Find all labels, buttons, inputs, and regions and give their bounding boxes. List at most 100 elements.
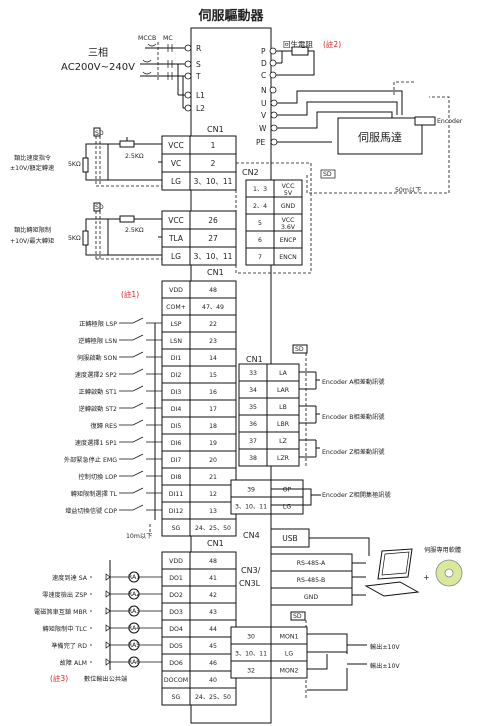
laptop-icon	[364, 548, 420, 597]
cn4-section: CN4 USB	[243, 528, 370, 556]
do-pin: 24、25、50	[195, 694, 231, 701]
mon2-out-label: 輸出±10V	[370, 662, 400, 670]
di-name: DI1	[171, 355, 182, 362]
do-label: 轉矩限制中 TLC	[43, 625, 87, 633]
cn2-name: VCC	[282, 183, 295, 190]
torque-pin: 26	[208, 216, 218, 225]
di-name: COM+	[166, 304, 186, 311]
enc-sd-label: SD	[295, 346, 304, 353]
torque-sd-label: SD	[95, 204, 104, 211]
cn1-label-4: CN1	[207, 539, 224, 548]
torque-pot-small: 5KΩ	[68, 235, 81, 242]
op-pin: OP	[283, 487, 292, 494]
cn3-row: GND	[270, 587, 353, 606]
cn2-label: CN2	[242, 168, 259, 177]
regen-terminal-P: P	[261, 47, 266, 56]
plus-symbol: +	[423, 573, 430, 582]
di-pin: 15	[209, 372, 217, 379]
torque-pin: 27	[208, 234, 218, 243]
enc-name: LA	[279, 370, 288, 377]
di-label: 復歸 RES	[91, 422, 118, 430]
di-pin: 21	[209, 474, 217, 481]
do-pin: 48	[209, 558, 217, 565]
di-cable-label: 10m以下	[126, 533, 152, 540]
terminal-label-T: T	[195, 72, 201, 81]
cn1-label-3: CN1	[246, 355, 263, 364]
enc-pin: 35	[249, 404, 257, 411]
cn3-label-1: CN3/	[241, 566, 261, 575]
mon-sd-label: SD	[293, 613, 302, 620]
terminal-label-S: S	[196, 60, 201, 69]
mon-pin: LG	[285, 651, 293, 658]
do-name: DOCOM	[164, 677, 188, 684]
torque-lim-label-2: +10V/最大轉矩	[10, 237, 54, 245]
cn3-name: RS-485-A	[297, 560, 326, 567]
do-name: VDD	[169, 558, 183, 565]
di-label: 增益切換信號 CDP	[65, 507, 117, 515]
di-pin: 16	[209, 389, 217, 396]
do-pin: 42	[209, 592, 217, 599]
do-pin: 40	[209, 677, 217, 684]
torque-name: TLA	[168, 234, 184, 243]
cn2-pin: 6	[258, 237, 262, 244]
do-pin: 46	[209, 660, 217, 667]
enc-pin: 38	[249, 455, 257, 462]
do-label: 準備完了 RD	[51, 642, 87, 650]
terminal-R	[184, 44, 192, 52]
cd-icon	[435, 559, 463, 587]
enc-row: 38 LZR	[238, 448, 316, 467]
di-name: VDD	[169, 287, 183, 294]
diagram-title: 伺服驅動器	[197, 8, 264, 24]
cn2-pin: 5	[258, 220, 262, 227]
do-name: DO6	[169, 660, 183, 667]
mon1-out-label: 輸出±10V	[370, 643, 400, 651]
di-name: DI3	[171, 389, 182, 396]
regen-note: (註2)	[323, 39, 341, 49]
encoder-label: Encoder	[437, 118, 463, 125]
do-pin: 44	[209, 626, 217, 633]
di-label: 逆轉極限 LSN	[78, 337, 117, 345]
speed-name: VCC	[168, 141, 184, 150]
speed-sd-label: SD	[95, 130, 104, 137]
do-label: 故障 ALM	[60, 659, 87, 667]
di-label: 正轉極限 LSP	[79, 320, 117, 328]
di-name: LSN	[170, 338, 182, 345]
di-label: 逆轉啟動 ST2	[79, 405, 117, 413]
di-name: DI12	[169, 508, 184, 515]
di-pin: 47、49	[202, 304, 224, 311]
di-label: 外部緊急停止 EMG	[64, 456, 117, 464]
enc-name: LZR	[277, 455, 290, 462]
di-label: 轉矩限制選擇 TL	[71, 490, 118, 498]
do-name: DO3	[169, 609, 183, 616]
mon-name: 30	[247, 634, 255, 641]
di-pin: 22	[209, 321, 217, 328]
do-relay: RA3	[128, 608, 140, 615]
terminal-T	[184, 72, 192, 80]
di-pin: 12	[209, 491, 217, 498]
op-name: 39	[247, 487, 255, 494]
motor-box	[337, 117, 423, 155]
cn2-pin: 7	[258, 254, 262, 261]
di-name: DI2	[171, 372, 182, 379]
do-name: DO1	[169, 575, 183, 582]
speed-pot-large: 2.5KΩ	[125, 153, 144, 160]
terminal-L1	[184, 91, 192, 99]
enc-pin: 33	[249, 370, 257, 377]
